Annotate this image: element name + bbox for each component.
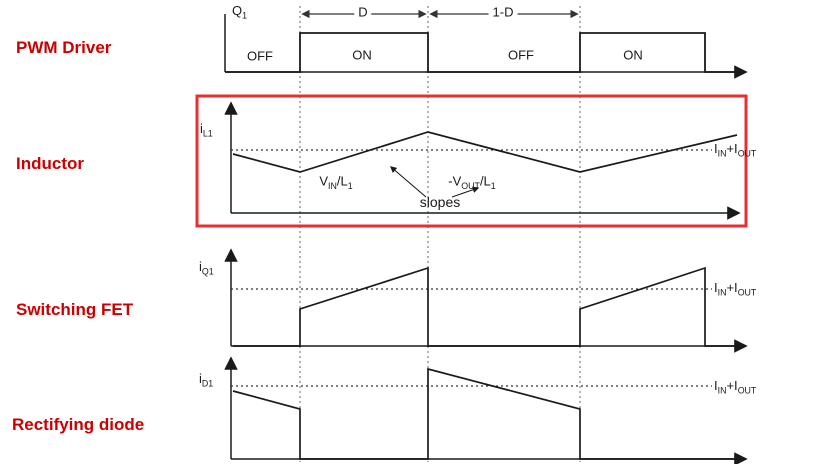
base: +I — [726, 280, 738, 295]
row-label-inductor: Inductor — [16, 154, 84, 173]
pwm-square-wave — [225, 32, 740, 73]
fet-current-wave — [233, 266, 740, 347]
sub: OUT — [461, 181, 480, 192]
base: +I — [726, 378, 738, 393]
sub: 1 — [490, 181, 496, 192]
row-label-pwm-driver: PWM Driver — [16, 38, 112, 57]
fet-current-label: iQ1 — [199, 259, 214, 277]
diode-plot — [224, 356, 748, 464]
slopes-arrow-right — [451, 186, 480, 198]
inductor-current-label: iL1 — [200, 121, 213, 139]
base: +I — [726, 141, 738, 156]
base: /L — [479, 173, 491, 189]
sub: D1 — [201, 378, 214, 389]
row-label-rectifying-diode: Rectifying diode — [12, 415, 145, 434]
slopes-caption: slopes — [419, 193, 461, 210]
inductor-current-wave — [232, 131, 738, 173]
base: Q — [232, 3, 243, 18]
sub: IN — [717, 385, 727, 396]
duty-1-d-label: 1-D — [488, 5, 518, 21]
diode-current-label: iD1 — [199, 371, 214, 389]
base: /L — [336, 173, 348, 189]
slope-on-label: VIN/L1 — [319, 173, 353, 192]
pwm-plot — [224, 14, 748, 79]
pwm-segment-on-1: ON — [352, 47, 372, 63]
base: i — [200, 121, 203, 136]
diode-current-wave — [232, 367, 740, 460]
fet-level-label: IIN+IOUT — [714, 280, 757, 298]
sub: IN — [717, 287, 727, 298]
slopes-arrow-left — [389, 166, 427, 198]
sub: 1 — [347, 181, 353, 192]
sub: OUT — [737, 287, 757, 298]
base: i — [199, 259, 202, 274]
pwm-segment-off-1: OFF — [247, 48, 273, 64]
base: I — [714, 141, 718, 156]
sub: OUT — [737, 148, 757, 159]
duty-d-label: D — [354, 5, 372, 21]
pwm-segment-on-2: ON — [623, 47, 643, 63]
diode-level-label: IIN+IOUT — [714, 378, 757, 396]
sub: IN — [717, 148, 727, 159]
row-label-switching-fet: Switching FET — [16, 300, 134, 319]
sub: OUT — [737, 385, 757, 396]
base: I — [714, 280, 718, 295]
sub: IN — [328, 181, 337, 192]
base: I — [714, 378, 718, 393]
base: i — [199, 371, 202, 386]
fet-plot — [224, 248, 748, 353]
inductor-highlight-box — [195, 94, 748, 228]
pwm-segment-off-2: OFF — [508, 47, 534, 63]
sub: Q1 — [201, 266, 214, 277]
sub: 1 — [242, 10, 248, 21]
sub: L1 — [202, 128, 213, 139]
pwm-axis-label: Q1 — [232, 3, 248, 21]
inductor-level-label: IIN+IOUT — [714, 141, 757, 159]
base: -V — [448, 173, 462, 189]
base: V — [319, 173, 329, 189]
slope-off-label: -VOUT/L1 — [448, 173, 496, 192]
inductor-plot — [195, 94, 748, 228]
